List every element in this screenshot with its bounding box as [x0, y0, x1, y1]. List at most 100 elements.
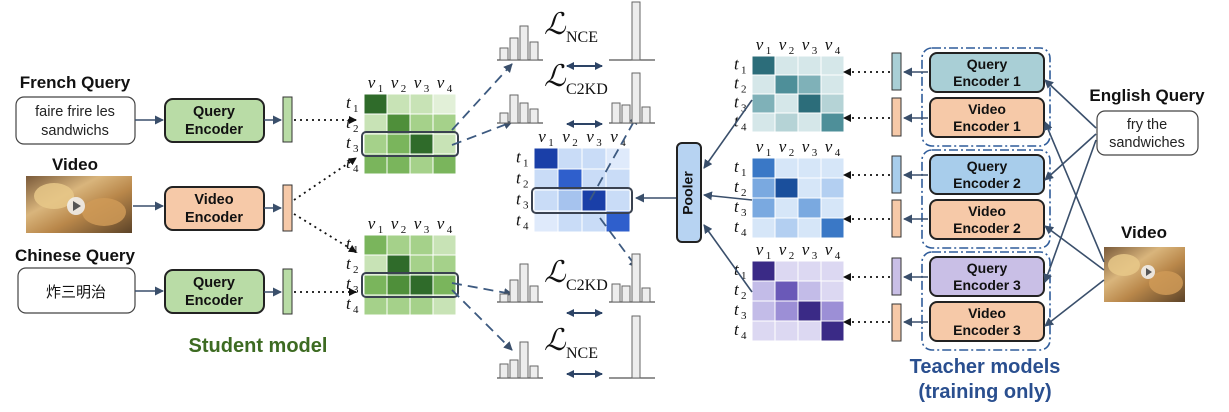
histogram-bar: [631, 253, 641, 303]
embedding-video-left: [282, 184, 293, 232]
loss-nce-bottom: ℒ NCE: [544, 324, 598, 362]
matrix-col-sub: 2: [789, 45, 795, 57]
matrix-cell: [797, 112, 822, 133]
teacher-models-sublabel: (training only): [918, 381, 1051, 403]
matrix-row-label: t: [734, 217, 740, 236]
svg-text:ℒ: ℒ: [544, 8, 567, 41]
matrix-cell: [820, 55, 845, 76]
svg-text:Video: Video: [968, 101, 1006, 117]
matrix-cell: [797, 157, 822, 179]
matrix-cell: [774, 260, 799, 282]
svg-text:Encoder 1: Encoder 1: [953, 118, 1021, 134]
matrix-row-label: t: [346, 294, 352, 313]
svg-text:Video: Video: [968, 203, 1006, 219]
matrix-row-label: t: [734, 320, 740, 339]
matrix-col-sub: 3: [812, 250, 818, 262]
svg-text:Encoder: Encoder: [185, 293, 243, 309]
matrix-col-sub: 2: [401, 224, 407, 236]
matrix-cell: [751, 320, 776, 342]
matrix-row-label: t: [734, 177, 740, 196]
svg-text:Query: Query: [193, 275, 235, 291]
matrix-row-sub: 3: [353, 284, 359, 296]
embedding-zh: [282, 268, 293, 315]
matrix-cell: [774, 320, 799, 342]
chinese-query-title: Chinese Query: [15, 246, 136, 265]
matrix-row-sub: 1: [741, 270, 747, 282]
matrix-col-sub: 2: [401, 83, 407, 95]
svg-text:Encoder 2: Encoder 2: [953, 220, 1021, 236]
student-query-encoder-fr: Query Encoder: [164, 98, 265, 143]
matrix-col-label: v: [368, 214, 376, 233]
teacher-models-label: Teacher models: [910, 356, 1061, 378]
matrix-row-label: t: [516, 190, 522, 209]
student-video-encoder: Video Encoder: [164, 186, 265, 231]
loss-nce-top: ℒ NCE: [544, 8, 598, 46]
matrix-cell: [363, 93, 388, 115]
matrix-row-sub: 4: [523, 221, 529, 233]
matrix-cell: [432, 93, 457, 115]
matrix-cell: [751, 157, 776, 179]
svg-text:ℒ: ℒ: [544, 256, 567, 289]
matrix-col-label: v: [779, 137, 787, 156]
matrix-col-label: v: [802, 35, 810, 54]
matrix-cell: [432, 294, 457, 316]
matrix-col-label: v: [437, 73, 445, 92]
matrix-row-sub: 3: [741, 207, 747, 219]
matrix-row-label: t: [734, 74, 740, 93]
matrix-cell: [774, 217, 799, 239]
histogram-bar: [529, 108, 539, 124]
matrix-row-sub: 2: [741, 84, 747, 96]
matrix-row-sub: 3: [353, 143, 359, 155]
matrix-col-sub: 1: [548, 137, 554, 149]
matrix-cell: [797, 93, 822, 114]
svg-text:ℒ: ℒ: [544, 60, 567, 93]
matrix-cell: [797, 260, 822, 282]
matrix-cell: [409, 133, 434, 155]
matrix-cell: [557, 210, 583, 233]
svg-text:NCE: NCE: [566, 29, 598, 46]
pooler-box: Pooler: [676, 142, 702, 243]
student-model-label: Student model: [189, 335, 328, 357]
matrix-cell: [797, 177, 822, 199]
matrix-cell: [820, 260, 845, 282]
matrix-cell: [797, 55, 822, 76]
matrix-cell: [820, 74, 845, 95]
matrix-row-label: t: [346, 274, 352, 293]
matrix-cell: [751, 93, 776, 114]
matrix-cell: [774, 93, 799, 114]
matrix-row-sub: 4: [741, 227, 747, 239]
matrix-cell: [797, 74, 822, 95]
matrix-cell: [409, 274, 434, 296]
matrix-col-label: v: [825, 137, 833, 156]
matrix-col-label: v: [391, 214, 399, 233]
matrix-row-sub: 1: [741, 65, 747, 77]
matrix-cell: [820, 300, 845, 322]
matrix-cell: [557, 147, 583, 170]
matrix-col-sub: 4: [835, 147, 841, 159]
matrix-cell: [774, 197, 799, 219]
teacher-embed-q3: [891, 257, 902, 296]
matrix-col-sub: 2: [572, 137, 578, 149]
matrix-col-label: v: [756, 137, 764, 156]
matrix-cell: [557, 189, 583, 212]
matrix-row-label: t: [734, 280, 740, 299]
english-query-line-1: fry the: [1127, 117, 1167, 133]
svg-text:Pooler: Pooler: [680, 171, 696, 215]
embedding-fr: [282, 96, 293, 143]
matrix-cell: [751, 260, 776, 282]
matrix-row-sub: 4: [353, 163, 359, 175]
svg-text:ℒ: ℒ: [544, 324, 567, 357]
english-query-title: English Query: [1089, 86, 1205, 105]
matrix-cell: [820, 93, 845, 114]
matrix-col-label: v: [562, 127, 570, 146]
matrix-cell: [774, 300, 799, 322]
svg-text:Encoder 2: Encoder 2: [953, 175, 1021, 191]
matrix-row-label: t: [346, 93, 352, 112]
